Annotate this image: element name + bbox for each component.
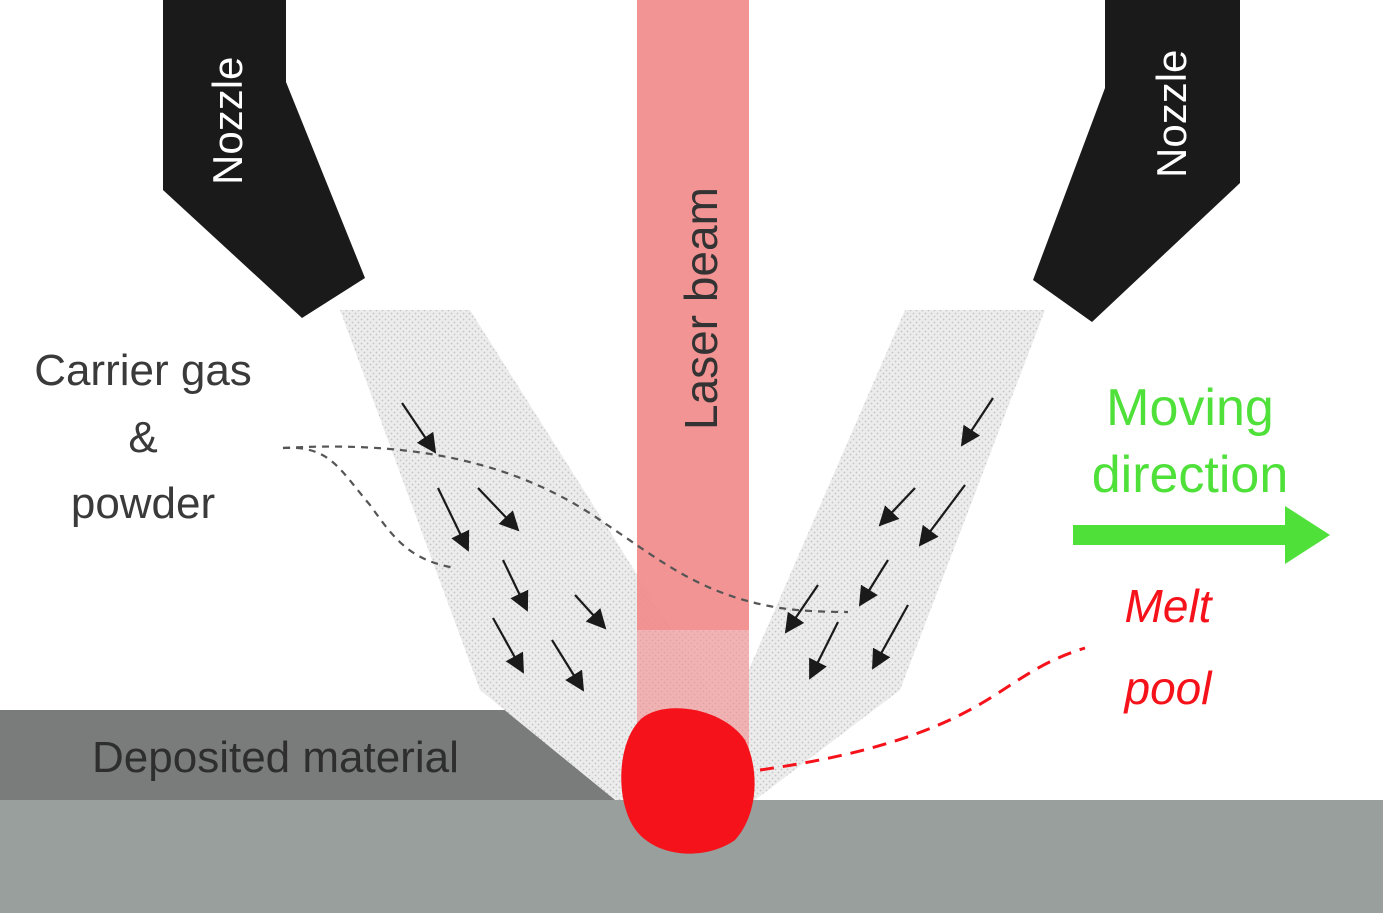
carrier-gas-label-line2: & xyxy=(128,413,157,462)
carrier-gas-leader-long xyxy=(282,445,849,614)
carrier-gas-leader xyxy=(282,446,456,570)
nozzle-right xyxy=(1033,0,1240,322)
deposited-material-label: Deposited material xyxy=(92,733,459,782)
nozzle-left-label: Nozzle xyxy=(204,57,251,185)
carrier-gas-label-line3: powder xyxy=(71,479,215,528)
moving-direction-label-line2: direction xyxy=(1092,446,1289,504)
moving-direction-label-line1: Moving xyxy=(1106,379,1274,437)
melt-pool-label-line2: pool xyxy=(1123,662,1214,714)
carrier-gas-label-line1: Carrier gas xyxy=(34,346,252,395)
melt-pool-label-line1: Melt xyxy=(1125,580,1214,632)
moving-direction-arrow xyxy=(1073,506,1330,564)
nozzle-left xyxy=(163,0,365,318)
melt-pool-leader xyxy=(759,646,1086,772)
powder-arrows-right xyxy=(784,397,994,680)
melt-pool xyxy=(621,708,755,854)
powder-arrows-left xyxy=(401,402,607,692)
laser-beam-label: Laser beam xyxy=(675,187,727,430)
powder-stream-right xyxy=(640,310,1045,800)
nozzle-right-label: Nozzle xyxy=(1148,50,1195,178)
